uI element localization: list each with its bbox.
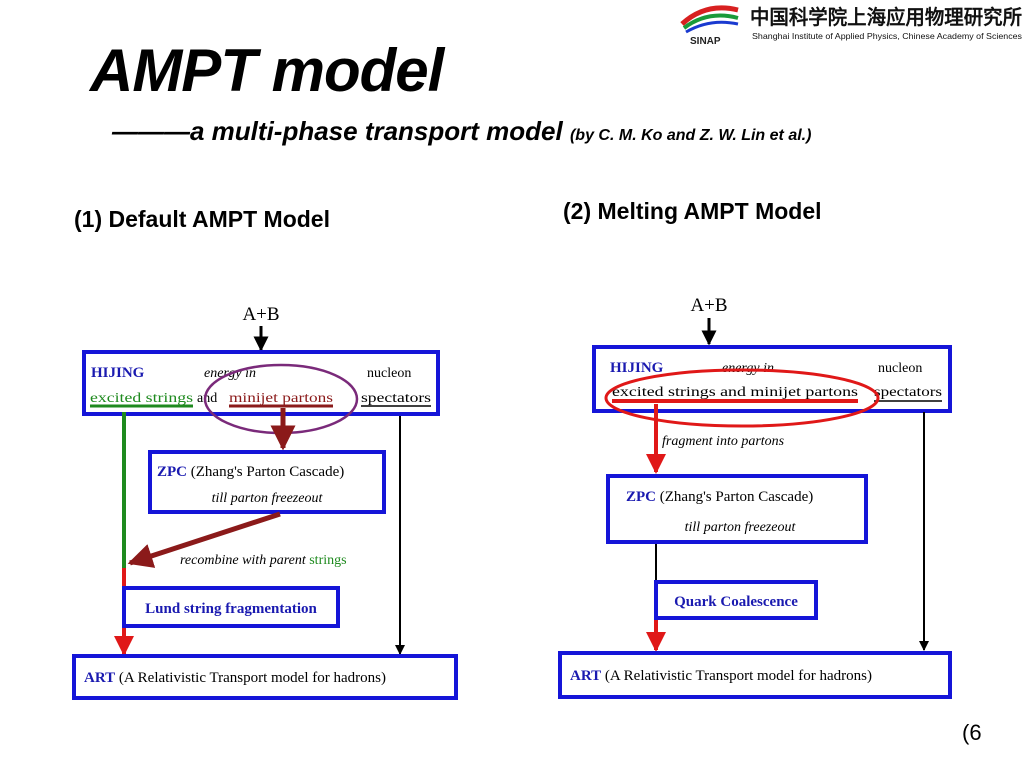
default-zpc-full: (Zhang's Parton Cascade) <box>191 464 345 480</box>
melting-quark-box <box>654 580 818 620</box>
default-input-label: A+B <box>242 304 279 325</box>
melting-zpc-full: (Zhang's Parton Cascade) <box>660 489 814 505</box>
melting-model-heading: (2) Melting AMPT Model <box>563 198 822 224</box>
melting-art-name: ART <box>570 668 601 684</box>
sinap-logo: SINAP 中国科学院上海应用物理研究所 Shanghai Institute … <box>676 2 1024 48</box>
sinap-emblem-icon <box>680 5 739 34</box>
default-spectators: spectators <box>361 391 431 406</box>
default-excited-strings: excited strings <box>90 391 193 406</box>
default-hijing-nucleon: nucleon <box>367 366 411 381</box>
melting-zpc-title: ZPC (Zhang's Parton Cascade) <box>626 489 813 505</box>
melting-fragment-label: fragment into partons <box>662 434 785 449</box>
default-zpc-name: ZPC <box>157 464 187 480</box>
logo-abbr: SINAP <box>690 36 721 47</box>
default-recombine-label: recombine with parent strings <box>180 553 347 568</box>
subtitle-dash: ——— <box>112 116 190 146</box>
default-minijet-partons: minijet partons <box>229 391 333 406</box>
default-recombine-arrow <box>127 511 281 568</box>
logo-english-name: Shanghai Institute of Applied Physics, C… <box>752 31 1022 41</box>
default-recombine-strings: strings <box>309 553 346 568</box>
default-art-name: ART <box>84 670 115 686</box>
melting-zpc-name: ZPC <box>626 489 656 505</box>
melting-spectators: spectators <box>874 385 942 400</box>
logo-chinese-name: 中国科学院上海应用物理研究所 <box>750 5 1022 29</box>
melting-input-label: A+B <box>690 295 727 316</box>
melting-hijing-energy: energy in <box>722 361 774 376</box>
melting-hijing-name: HIJING <box>610 360 664 376</box>
melting-quark-label: Quark Coalescence <box>674 594 798 610</box>
melting-art-label: ART (A Relativistic Transport model for … <box>570 668 872 684</box>
melting-zpc-line2: till parton freezeout <box>685 520 797 535</box>
melting-zpc-box <box>606 474 868 544</box>
subtitle-main: a multi-phase transport model <box>190 116 563 146</box>
slide-title: AMPT model <box>90 37 444 104</box>
melting-model-diagram: A+B HIJING energy in nucleon excited str… <box>558 295 952 699</box>
default-zpc-box <box>148 450 386 514</box>
default-and: and <box>197 391 217 406</box>
default-recombine-text: recombine with parent <box>180 553 307 568</box>
default-model-diagram: A+B HIJING energy in nucleon excited str… <box>72 304 458 700</box>
melting-hijing-nucleon: nucleon <box>878 361 922 376</box>
melting-art-full: (A Relativistic Transport model for hadr… <box>605 668 872 684</box>
subtitle-byline: (by C. M. Ko and Z. W. Lin et al.) <box>569 127 812 144</box>
default-lund-label: Lund string fragmentation <box>145 601 317 617</box>
default-hijing-box <box>82 350 440 416</box>
default-hijing-name: HIJING <box>91 365 145 381</box>
melting-excited-minijet: excited strings and minijet partons <box>612 385 858 400</box>
default-art-full: (A Relativistic Transport model for hadr… <box>119 670 386 686</box>
default-model-heading: (1) Default AMPT Model <box>74 206 330 232</box>
page-number: (6 <box>962 720 982 745</box>
melting-art-box <box>558 651 952 699</box>
default-art-box <box>72 654 458 700</box>
default-zpc-title: ZPC (Zhang's Parton Cascade) <box>157 464 344 480</box>
melting-highlight-ellipse <box>604 368 880 428</box>
default-art-label: ART (A Relativistic Transport model for … <box>84 670 386 686</box>
default-zpc-line2: till parton freezeout <box>212 491 324 506</box>
default-lund-box <box>122 586 340 628</box>
slide-subtitle: ———a multi-phase transport model (by C. … <box>112 116 811 147</box>
